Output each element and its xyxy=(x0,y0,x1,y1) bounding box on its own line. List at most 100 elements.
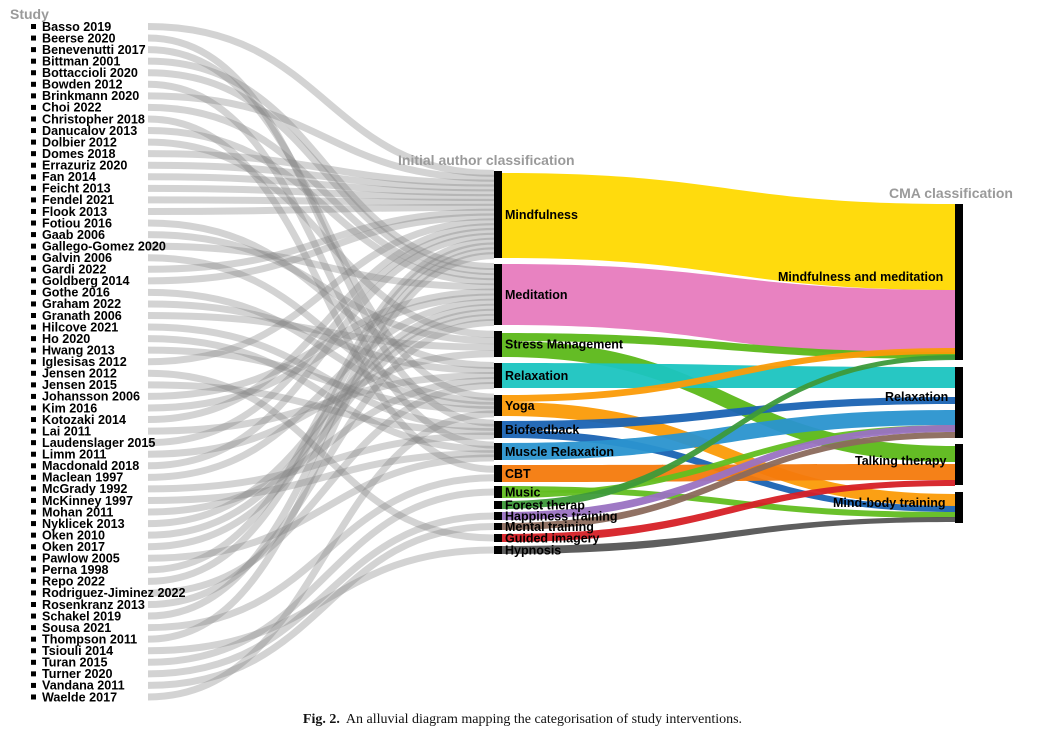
study-flow xyxy=(147,252,495,643)
category-node xyxy=(494,534,502,542)
study-bullet xyxy=(31,232,36,238)
study-flow xyxy=(147,23,495,177)
study-bullet xyxy=(31,220,36,226)
study-label: Choi 2022 xyxy=(42,101,102,115)
category-flow xyxy=(502,425,955,520)
study-label: Danucalov 2013 xyxy=(42,124,137,138)
study-flow xyxy=(147,293,495,412)
study-label: Oken 2010 xyxy=(42,528,105,542)
category-label: Stress Management xyxy=(505,337,624,351)
study-flow xyxy=(147,232,495,470)
category-flows xyxy=(502,173,955,554)
study-label: Gallego-Gomez 2020 xyxy=(42,239,166,253)
study-flow xyxy=(147,474,495,632)
cma-label: Mind-body training xyxy=(833,496,945,510)
category-nodes xyxy=(494,171,502,554)
study-bullet xyxy=(31,313,36,318)
cma-label: Relaxation xyxy=(885,390,948,404)
study-label: Laudenslager 2015 xyxy=(42,436,155,450)
study-label: Basso 2019 xyxy=(42,20,111,34)
study-flow xyxy=(147,318,495,608)
study-bullet xyxy=(31,359,36,365)
cma-nodes xyxy=(955,204,963,523)
category-node xyxy=(494,501,502,509)
study-bullet xyxy=(31,324,36,330)
study-flow xyxy=(147,512,495,678)
category-node xyxy=(494,363,502,388)
study-bullet xyxy=(31,694,36,700)
study-bullet xyxy=(31,278,36,284)
initial-column-title: Initial author classification xyxy=(398,152,575,168)
study-label: Goldberg 2014 xyxy=(42,274,130,288)
study-bullet xyxy=(31,648,36,654)
study-flow xyxy=(147,488,495,666)
study-flow xyxy=(147,223,495,424)
study-label: Macdonald 2018 xyxy=(42,459,139,473)
study-bullet xyxy=(31,578,36,584)
category-flow xyxy=(502,432,955,530)
study-label: Hilcove 2021 xyxy=(42,320,118,334)
study-flow xyxy=(147,218,495,366)
study-label: Tsiouli 2014 xyxy=(42,644,113,658)
category-node xyxy=(494,395,502,416)
study-column-title: Study xyxy=(10,6,49,22)
study-flow xyxy=(147,346,495,414)
study-flow xyxy=(147,410,495,701)
category-flow xyxy=(502,517,955,554)
study-bullet xyxy=(31,613,36,619)
cma-node xyxy=(955,444,963,485)
study-label: Gardi 2022 xyxy=(42,263,106,277)
study-label: Thompson 2011 xyxy=(42,632,137,646)
study-label: McGrady 1992 xyxy=(42,482,127,496)
category-flow xyxy=(502,173,955,290)
study-label: Bittman 2001 xyxy=(42,54,120,68)
study-label: Schakel 2019 xyxy=(42,609,121,623)
study-flow xyxy=(147,127,495,286)
study-bullet xyxy=(31,671,36,677)
study-flow xyxy=(147,213,495,285)
category-label: Happiness training xyxy=(505,509,618,523)
study-label: Lai 2011 xyxy=(42,424,91,438)
study-bullet xyxy=(31,382,36,388)
study-bullet xyxy=(31,497,36,503)
study-bullet xyxy=(31,255,36,261)
study-label: Turner 2020 xyxy=(42,667,112,681)
study-label: Fotiou 2016 xyxy=(42,216,112,230)
study-flow xyxy=(147,381,495,436)
study-flow xyxy=(147,242,495,291)
study-flow xyxy=(147,454,495,562)
study-bullet xyxy=(31,58,36,64)
study-flow xyxy=(147,247,495,620)
study-flow xyxy=(147,323,495,431)
study-bullet xyxy=(31,243,36,249)
study-bullet xyxy=(31,289,36,295)
study-label: Fendel 2021 xyxy=(42,193,114,207)
study-flow xyxy=(147,523,495,689)
study-label: Feicht 2013 xyxy=(42,182,111,196)
study-label: Fan 2014 xyxy=(42,170,96,184)
category-flow xyxy=(502,264,955,357)
study-label: Limm 2011 xyxy=(42,448,106,462)
category-node xyxy=(494,421,502,438)
study-flow xyxy=(147,34,495,427)
study-bullet xyxy=(31,370,36,376)
study-label: Galvin 2006 xyxy=(42,251,112,265)
study-flow xyxy=(147,69,495,276)
study-label: Vandana 2011 xyxy=(42,679,125,693)
study-flow xyxy=(147,203,495,215)
study-bullet xyxy=(31,128,36,134)
study-bullet xyxy=(31,602,36,607)
study-label: Bottaccioli 2020 xyxy=(42,66,138,80)
study-flow xyxy=(147,300,495,374)
study-bullet xyxy=(31,474,36,480)
category-node xyxy=(494,523,502,530)
study-label: Waelde 2017 xyxy=(42,690,117,704)
category-flow xyxy=(502,480,955,542)
category-node xyxy=(494,171,502,258)
study-label: Sousa 2021 xyxy=(42,621,111,635)
category-label: Relaxation xyxy=(505,369,568,383)
study-bullet xyxy=(31,35,36,41)
study-label: Brinkmann 2020 xyxy=(42,89,139,103)
